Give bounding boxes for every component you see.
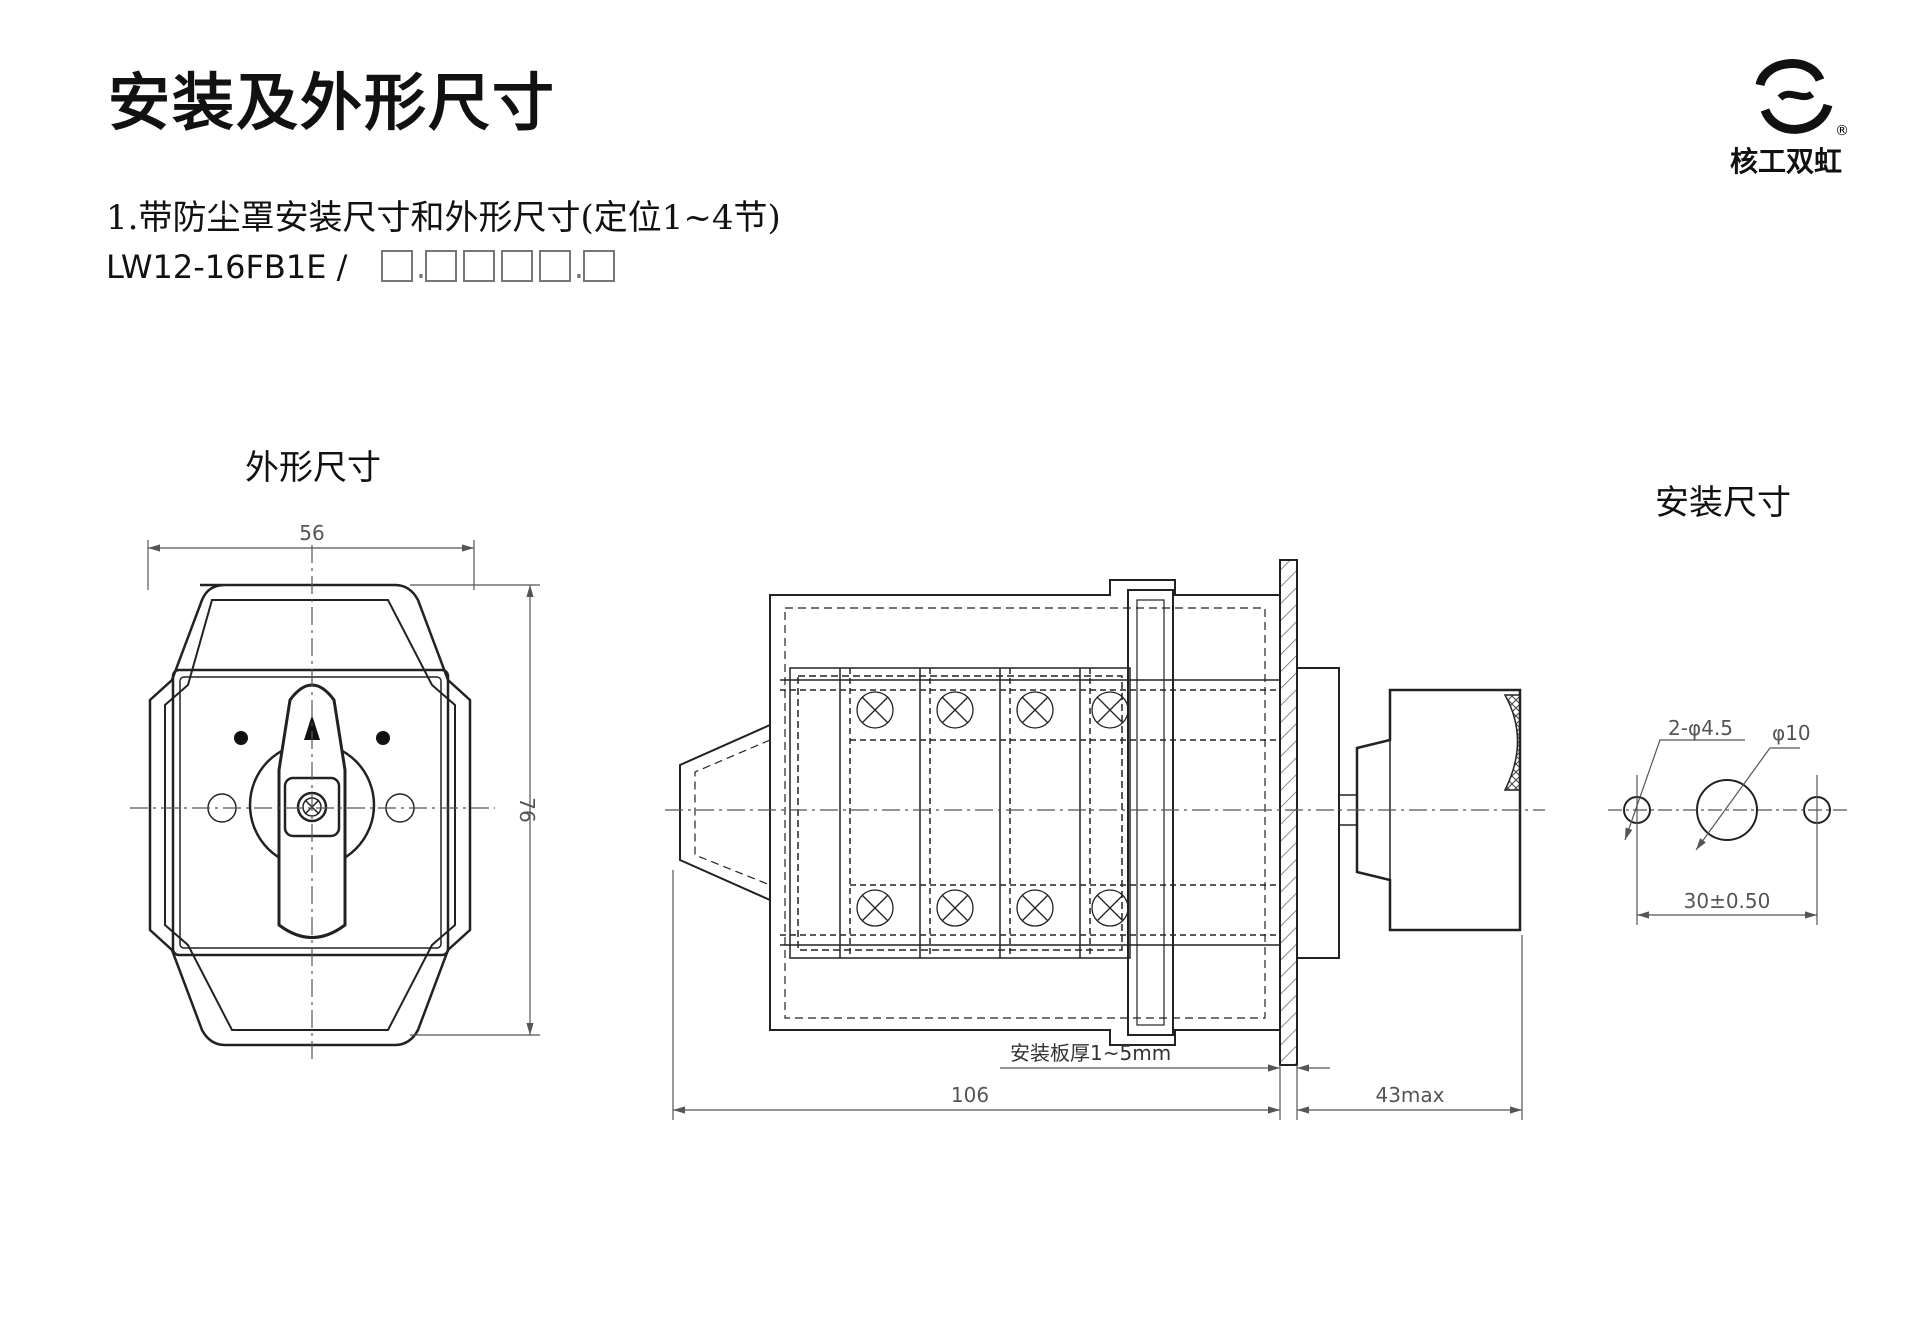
dim-hole-large: φ10 xyxy=(1772,721,1811,745)
dust-cover-outline xyxy=(769,579,1281,1046)
side-view xyxy=(679,559,1522,1066)
front-centerlines xyxy=(130,545,495,1060)
terminal-screw-icon xyxy=(936,889,974,927)
terminal-screw-icon xyxy=(1016,691,1054,729)
model-slash: / xyxy=(336,248,348,286)
front-view xyxy=(148,583,472,1047)
mounting-dimensions xyxy=(1624,739,1818,925)
terminal-screws xyxy=(856,691,1129,927)
side-dimensions xyxy=(672,870,1523,1120)
placeholder-box xyxy=(582,250,615,282)
section-subtitle: 1.带防尘罩安装尺寸和外形尺寸(定位1~4节) xyxy=(106,198,781,238)
outline-label: 外形尺寸 xyxy=(245,448,381,488)
knob-grip xyxy=(1503,694,1521,791)
model-code: LW12-16FB1E / .. xyxy=(106,248,618,286)
brand-name: 核工双虹 xyxy=(1730,145,1843,178)
switch-decks xyxy=(780,667,1280,959)
dim-front-width: 56 xyxy=(299,521,324,545)
dim-hole-small: 2-φ4.5 xyxy=(1668,716,1733,740)
dim-front-height: 76 xyxy=(515,797,539,822)
front-face-plate xyxy=(171,668,450,957)
placeholder-box xyxy=(500,250,533,282)
front-bezel xyxy=(1127,589,1174,1036)
model-prefix: LW12-16FB1E xyxy=(106,248,327,286)
terminal-screw-icon xyxy=(856,691,894,729)
front-housing xyxy=(1296,667,1340,959)
placeholder-box xyxy=(380,250,413,282)
rear-cap xyxy=(679,724,771,901)
front-dimensions xyxy=(147,540,540,1036)
position-arrow-icon xyxy=(304,715,320,740)
terminal-screw-icon xyxy=(936,691,974,729)
placeholder-box xyxy=(424,250,457,282)
position-dot-right-icon xyxy=(376,731,390,745)
dim-plate-thickness: 安装板厚1~5mm xyxy=(1010,1041,1171,1065)
dim-knob-depth: 43max xyxy=(1375,1083,1444,1107)
mounting-label: 安装尺寸 xyxy=(1655,483,1791,523)
front-shroud-inner xyxy=(164,599,456,1031)
mounting-plate xyxy=(1279,559,1298,1066)
terminal-screw-icon xyxy=(856,889,894,927)
placeholder-box xyxy=(462,250,495,282)
position-dot-left-icon xyxy=(234,731,248,745)
placeholder-box xyxy=(538,250,571,282)
page-title: 安装及外形尺寸 xyxy=(108,66,557,139)
brand-logo-icon: ® xyxy=(1755,59,1849,139)
front-shroud-outline xyxy=(148,583,472,1047)
dim-hole-spacing: 30±0.50 xyxy=(1684,889,1771,913)
terminal-screw-icon xyxy=(1016,889,1054,927)
dim-body-length: 106 xyxy=(951,1083,989,1107)
registered-mark: ® xyxy=(1835,123,1849,139)
